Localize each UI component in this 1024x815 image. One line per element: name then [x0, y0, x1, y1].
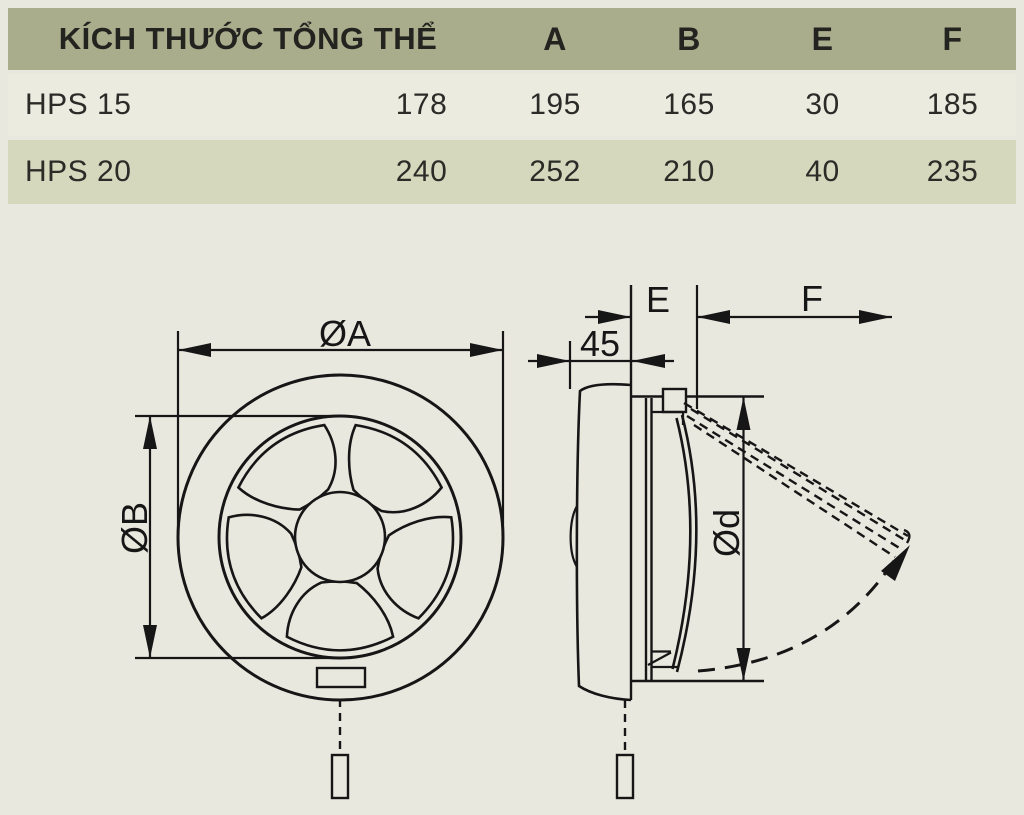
swing-arc	[697, 552, 901, 673]
column-header-e: E	[811, 20, 834, 57]
value-cell: 240	[395, 155, 448, 188]
model-label: HPS 15	[25, 88, 132, 121]
dim-label-f: F	[801, 278, 823, 319]
dim-label-outer-diameter: ØA	[319, 313, 371, 354]
value-cell: 30	[805, 88, 840, 121]
column-header-a: A	[543, 20, 567, 57]
fan-hub	[293, 490, 387, 584]
table-title: KÍCH THƯỚC TỔNG THỂ	[58, 21, 438, 56]
value-cell: 185	[926, 88, 979, 121]
pull-handle	[330, 753, 350, 800]
fan-dimension-drawing: ØA ØB E F	[114, 278, 911, 800]
table-row-hps15: HPS 15 178 195 165 30 185	[8, 74, 1016, 136]
dim-label-inner-diameter: ØB	[114, 502, 155, 554]
shutter-closed	[671, 414, 698, 673]
side-view: E F 45 Ød	[528, 278, 911, 800]
value-cell: 165	[663, 88, 715, 121]
rear-housing	[575, 382, 632, 702]
dim-label-duct-diameter: Ød	[706, 509, 747, 557]
dim-label-e: E	[646, 279, 670, 320]
value-cell: 252	[529, 155, 581, 188]
shutter-open-dashed	[683, 401, 909, 559]
hinge-tab	[661, 387, 688, 414]
value-cell: 235	[926, 155, 979, 188]
column-header-b: B	[677, 20, 701, 57]
front-view: ØA ØB	[114, 313, 505, 800]
value-cell: 178	[395, 88, 448, 121]
value-cell: 40	[805, 155, 840, 188]
dim-label-depth: 45	[580, 323, 620, 364]
switch-box	[315, 666, 367, 689]
column-header-f: F	[942, 20, 963, 57]
table-header-row: KÍCH THƯỚC TỔNG THỂ A B E F	[8, 8, 1016, 70]
value-cell: 210	[663, 155, 715, 188]
value-cell: 195	[529, 88, 581, 121]
model-label: HPS 20	[25, 155, 132, 188]
table-row-hps20: HPS 20 240 252 210 40 235	[8, 140, 1016, 204]
pull-handle	[615, 753, 635, 800]
